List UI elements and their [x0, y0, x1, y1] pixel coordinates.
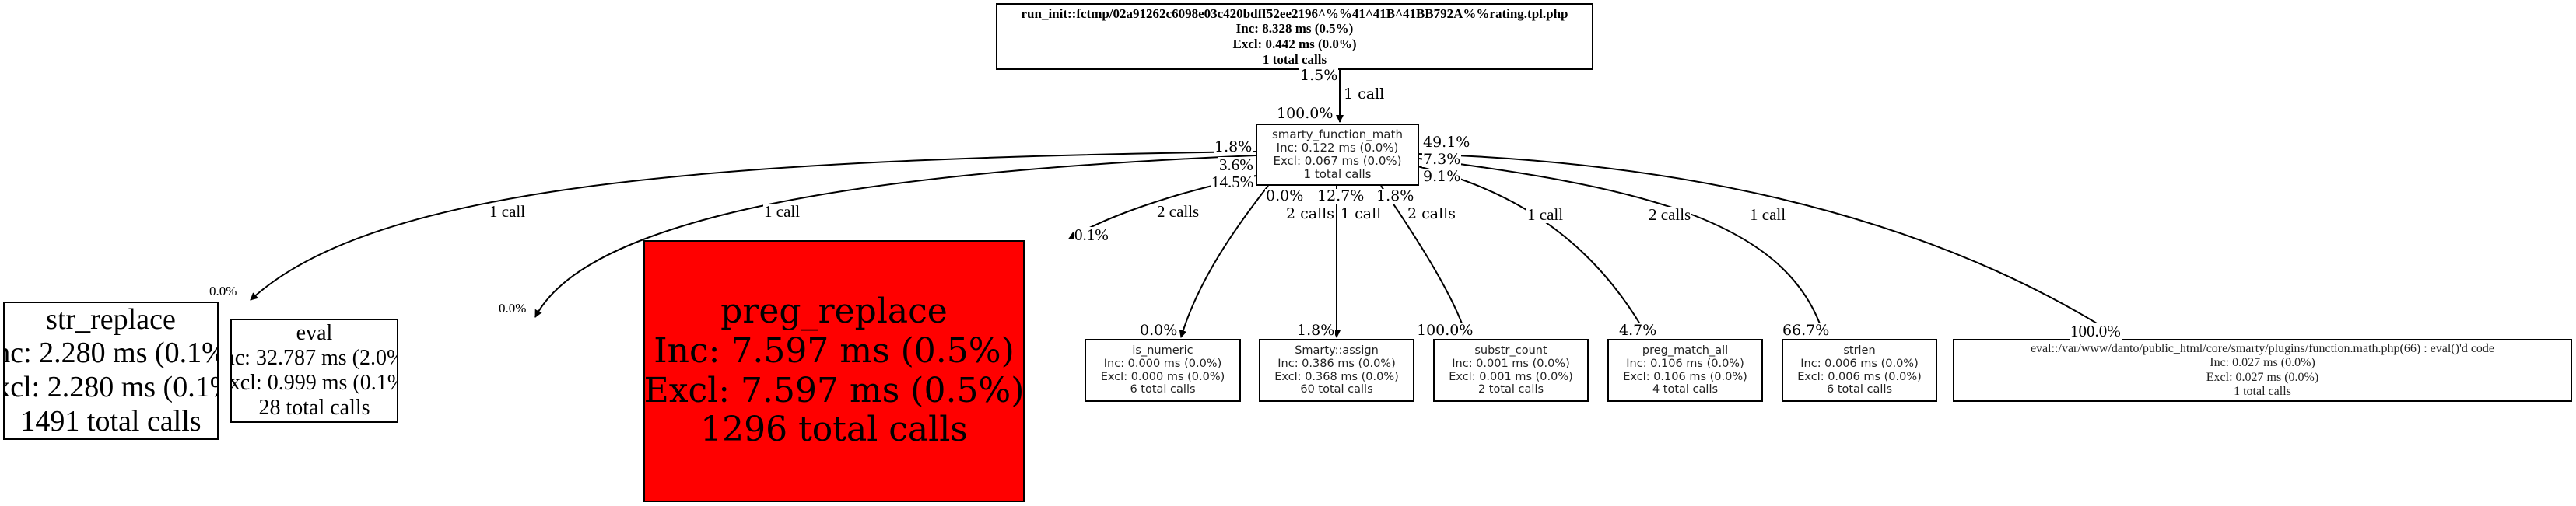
- edge-call-count: 1 call: [763, 202, 801, 221]
- node-inclusive-time: Inc: 0.000 ms (0.0%): [1103, 357, 1222, 370]
- edge-head-percent: 0.1%: [1074, 225, 1109, 244]
- edge-head-percent: 100.0%: [1416, 322, 1474, 339]
- node-exclusive-time: Excl: 2.280 ms (0.1%): [5, 371, 217, 403]
- node-inclusive-time: Inc: 8.328 ms (0.5%): [1235, 21, 1354, 37]
- node-inclusive-time: Inc: 0.006 ms (0.0%): [1800, 357, 1919, 370]
- edge-head-percent: 0.0%: [209, 284, 238, 298]
- node-inclusive-time: Inc: 7.597 ms (0.5%): [654, 330, 1015, 371]
- edge-head-percent: 100.0%: [1276, 105, 1334, 122]
- node-inclusive-time: Inc: 0.027 ms (0.0%): [2210, 356, 2315, 370]
- node-inclusive-time: Inc: 2.280 ms (0.1%): [5, 337, 217, 370]
- edge-tail-percent: 12.7%: [1316, 187, 1365, 204]
- node-total-calls: 28 total calls: [258, 396, 370, 421]
- edge-head-percent: 0.0%: [1139, 322, 1179, 339]
- call-edge-eval: [534, 155, 1256, 318]
- edge-call-count: 2 calls: [1407, 205, 1457, 222]
- node-name: str_replace: [46, 302, 176, 336]
- edge-tail-percent: 1.8%: [1214, 138, 1253, 155]
- edge-tail-percent: 14.5%: [1211, 173, 1255, 191]
- node-name: substr_count: [1474, 344, 1547, 358]
- node-strlen[interactable]: strlen Inc: 0.006 ms (0.0%) Excl: 0.006 …: [1782, 339, 1937, 402]
- edge-head-percent: 4.7%: [1618, 322, 1658, 339]
- node-eval[interactable]: eval Inc: 32.787 ms (2.0%) Excl: 0.999 m…: [230, 319, 398, 423]
- node-exclusive-time: Excl: 0.368 ms (0.0%): [1274, 370, 1399, 383]
- call-edge-strlen: [1418, 158, 1827, 338]
- node-total-calls: 60 total calls: [1300, 383, 1373, 396]
- node-exclusive-time: Excl: 0.000 ms (0.0%): [1100, 370, 1225, 383]
- node-run-init[interactable]: run_init::fctmp/02a91262c6098e03c420bdff…: [996, 3, 1593, 70]
- node-inclusive-time: Inc: 0.386 ms (0.0%): [1277, 357, 1396, 370]
- node-preg-match-all[interactable]: preg_match_all Inc: 0.106 ms (0.0%) Excl…: [1607, 339, 1763, 402]
- node-inclusive-time: Inc: 0.122 ms (0.0%): [1276, 140, 1399, 155]
- node-total-calls: 6 total calls: [1826, 383, 1893, 396]
- node-total-calls: 1491 total calls: [20, 404, 202, 438]
- node-name: preg_replace: [720, 291, 948, 332]
- call-edge-evald_code: [1418, 153, 2120, 338]
- call-edge-preg_match_all: [1417, 166, 1649, 338]
- node-name: strlen: [1843, 344, 1876, 358]
- edge-call-count: 1 call: [1340, 205, 1383, 222]
- node-total-calls: 1 total calls: [1262, 51, 1327, 67]
- node-exclusive-time: Excl: 0.001 ms (0.0%): [1449, 370, 1573, 383]
- edge-tail-percent: 9.1%: [1422, 168, 1462, 185]
- node-name: eval: [296, 320, 333, 345]
- edge-call-count: 2 calls: [1648, 205, 1692, 224]
- node-name: is_numeric: [1132, 344, 1193, 358]
- node-exclusive-time: Excl: 0.106 ms (0.0%): [1623, 370, 1747, 383]
- edge-head-percent: 0.0%: [498, 301, 527, 316]
- node-name: preg_match_all: [1642, 344, 1729, 358]
- node-exclusive-time: Excl: 0.027 ms (0.0%): [2206, 370, 2319, 384]
- edge-head-percent: 66.7%: [1782, 322, 1831, 339]
- node-total-calls: 4 total calls: [1652, 383, 1719, 396]
- edge-tail-percent: 7.3%: [1422, 151, 1462, 168]
- node-smarty-function-math[interactable]: smarty_function_math Inc: 0.122 ms (0.0%…: [1256, 124, 1419, 186]
- node-total-calls: 2 total calls: [1477, 383, 1544, 396]
- node-total-calls: 1 total calls: [2234, 384, 2291, 398]
- node-is-numeric[interactable]: is_numeric Inc: 0.000 ms (0.0%) Excl: 0.…: [1085, 339, 1241, 402]
- node-total-calls: 6 total calls: [1130, 383, 1196, 396]
- node-name: Smarty::assign: [1295, 344, 1379, 358]
- edge-call-count: 1 call: [489, 202, 527, 221]
- edge-call-count: 1 call: [1749, 205, 1787, 224]
- node-substr-count[interactable]: substr_count Inc: 0.001 ms (0.0%) Excl: …: [1433, 339, 1589, 402]
- edge-head-percent: 1.8%: [1296, 322, 1336, 339]
- edge-tail-percent: 49.1%: [1422, 134, 1471, 151]
- node-exclusive-time: Excl: 0.067 ms (0.0%): [1273, 154, 1402, 168]
- edge-call-count: 1 call: [1526, 205, 1565, 224]
- edge-tail-percent: 1.5%: [1299, 67, 1339, 84]
- node-name: run_init::fctmp/02a91262c6098e03c420bdff…: [1021, 5, 1568, 21]
- edge-call-count: 1 call: [1343, 85, 1386, 103]
- node-inclusive-time: Inc: 32.787 ms (2.0%): [232, 345, 397, 370]
- call-edge-is_numeric: [1179, 185, 1269, 338]
- node-name: smarty_function_math: [1271, 127, 1403, 141]
- node-inclusive-time: Inc: 0.106 ms (0.0%): [1626, 357, 1744, 370]
- node-total-calls: 1296 total calls: [700, 410, 968, 450]
- node-exclusive-time: Excl: 7.597 ms (0.5%): [643, 370, 1025, 410]
- edge-tail-percent: 1.8%: [1376, 187, 1415, 204]
- node-name: eval::/var/www/danto/public_html/core/sm…: [2030, 341, 2495, 355]
- node-exclusive-time: Excl: 0.006 ms (0.0%): [1797, 370, 1922, 383]
- call-edge-str_replace: [250, 151, 1256, 301]
- node-evald-code[interactable]: eval::/var/www/danto/public_html/core/sm…: [1953, 339, 2572, 402]
- node-total-calls: 1 total calls: [1303, 167, 1372, 182]
- node-inclusive-time: Inc: 0.001 ms (0.0%): [1452, 357, 1570, 370]
- edge-tail-percent: 3.6%: [1218, 155, 1254, 174]
- edge-call-count: 2 calls: [1285, 205, 1336, 222]
- edge-call-count: 2 calls: [1156, 202, 1200, 221]
- edge-head-percent: 100.0%: [2070, 322, 2122, 340]
- edge-tail-percent: 0.0%: [1265, 187, 1305, 204]
- node-exclusive-time: Excl: 0.442 ms (0.0%): [1232, 37, 1357, 51]
- node-exclusive-time: Excl: 0.999 ms (0.1%): [230, 371, 397, 395]
- node-smarty-assign[interactable]: Smarty::assign Inc: 0.386 ms (0.0%) Excl…: [1259, 339, 1414, 402]
- node-preg-replace[interactable]: preg_replace Inc: 7.597 ms (0.5%) Excl: …: [643, 240, 1025, 502]
- node-str-replace[interactable]: str_replace Inc: 2.280 ms (0.1%) Excl: 2…: [3, 302, 219, 440]
